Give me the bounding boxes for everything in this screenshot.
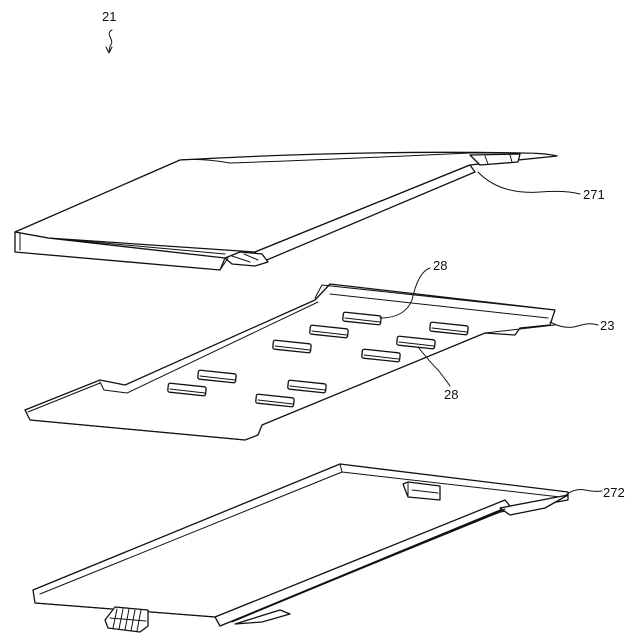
label-middle-plate-group: 23 xyxy=(550,318,614,333)
label-lower-cover-group: 272 xyxy=(566,485,625,500)
middle-plate-part xyxy=(25,284,555,440)
lower-cover-part xyxy=(33,464,568,632)
leader-line-271 xyxy=(478,172,580,194)
assembly-reference: 21 xyxy=(102,9,116,53)
label-upper-cover-group: 271 xyxy=(478,172,605,202)
upper-cover-part xyxy=(15,152,557,270)
label-lower-cover: 272 xyxy=(603,485,625,500)
connector-icon xyxy=(105,607,148,632)
label-pad-bottom: 28 xyxy=(444,387,458,402)
label-middle-plate: 23 xyxy=(600,318,614,333)
label-assembly: 21 xyxy=(102,9,116,24)
label-upper-cover: 271 xyxy=(583,187,605,202)
label-pad-top: 28 xyxy=(433,258,447,273)
leader-line-23 xyxy=(550,322,598,327)
leader-line-272 xyxy=(566,490,602,495)
